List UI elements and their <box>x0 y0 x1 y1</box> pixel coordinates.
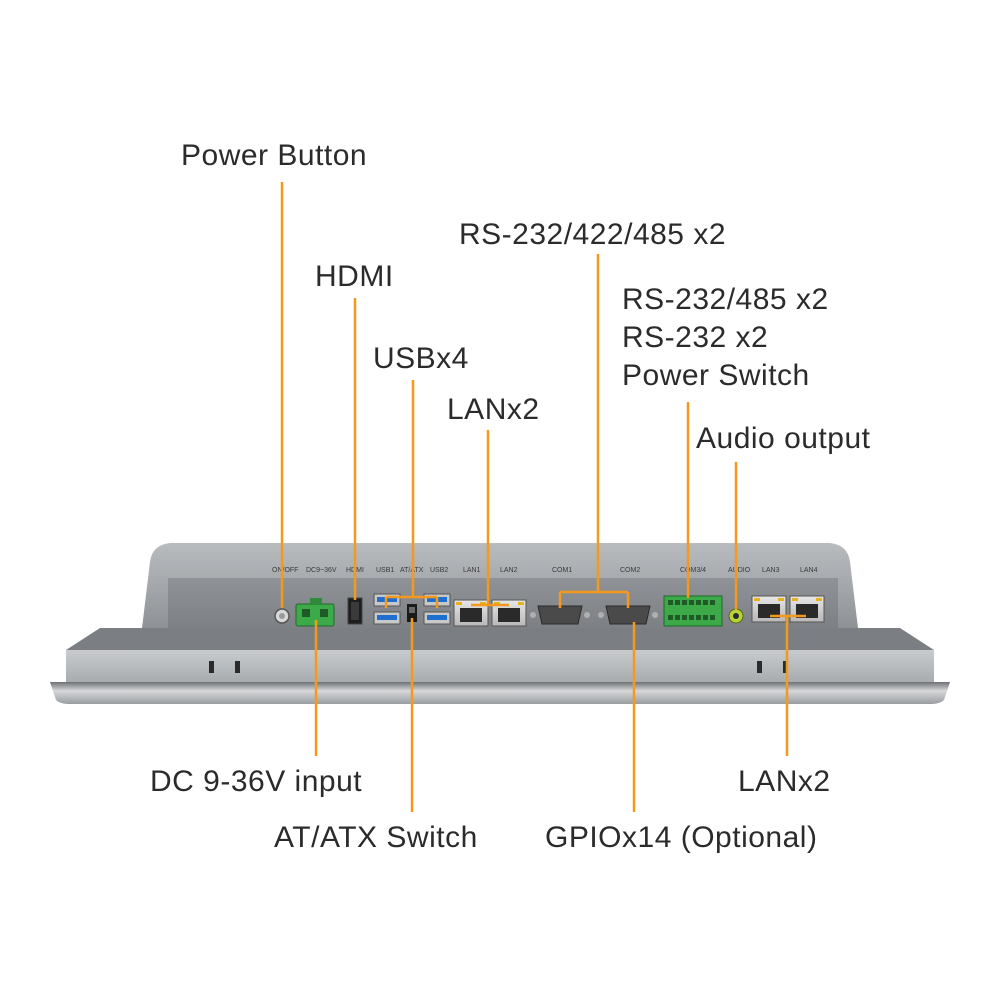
silk-lan3: LAN3 <box>762 567 780 574</box>
label-lan-right: LANx2 <box>738 765 831 798</box>
label-gpio: GPIOx14 (Optional) <box>545 821 818 854</box>
silk-com1: COM1 <box>552 567 572 574</box>
silk-usb2: USB2 <box>430 567 448 574</box>
label-lan-left: LANx2 <box>447 393 540 426</box>
leader-com-top <box>558 254 630 608</box>
label-com-multi-line2: RS-232 x2 <box>622 321 769 354</box>
power-button-port <box>274 608 290 624</box>
label-dc-input: DC 9-36V input <box>150 765 363 798</box>
hdmi-port <box>347 597 363 625</box>
silk-usb1: USB1 <box>376 567 394 574</box>
silk-dc: DC9~36V <box>306 567 337 574</box>
silk-lan4: LAN4 <box>800 567 818 574</box>
leader-lan-left <box>471 430 509 607</box>
silk-com2: COM2 <box>620 567 640 574</box>
silk-com3: COM3/4 <box>680 567 706 574</box>
label-power-button: Power Button <box>181 139 368 172</box>
label-usb: USBx4 <box>373 342 469 375</box>
silk-audio: AUDIO <box>728 567 751 574</box>
com1-port <box>530 605 590 625</box>
label-hdmi: HDMI <box>315 260 394 293</box>
label-at-atx: AT/ATX Switch <box>274 821 478 854</box>
label-com-top: RS-232/422/485 x2 <box>459 218 727 251</box>
lan-ports-right <box>751 595 825 623</box>
silk-lan2: LAN2 <box>500 567 518 574</box>
label-com-multi-line1: RS-232/485 x2 <box>622 283 829 316</box>
audio-port <box>728 608 744 624</box>
gpio-port <box>663 595 723 627</box>
ports <box>274 593 825 627</box>
at-atx-switch-port <box>407 604 417 622</box>
com2-port <box>598 605 658 625</box>
leader-lines <box>280 182 806 812</box>
label-com-multi-line3: Power Switch <box>622 359 810 392</box>
leader-lan-right <box>770 614 806 756</box>
leader-usb <box>384 380 439 608</box>
label-com-multi: RS-232/485 x2 RS-232 x2 Power Switch <box>622 281 829 395</box>
label-audio: Audio output <box>696 422 871 455</box>
silk-on-off: ON/OFF <box>272 567 298 574</box>
silk-lan1: LAN1 <box>463 567 481 574</box>
